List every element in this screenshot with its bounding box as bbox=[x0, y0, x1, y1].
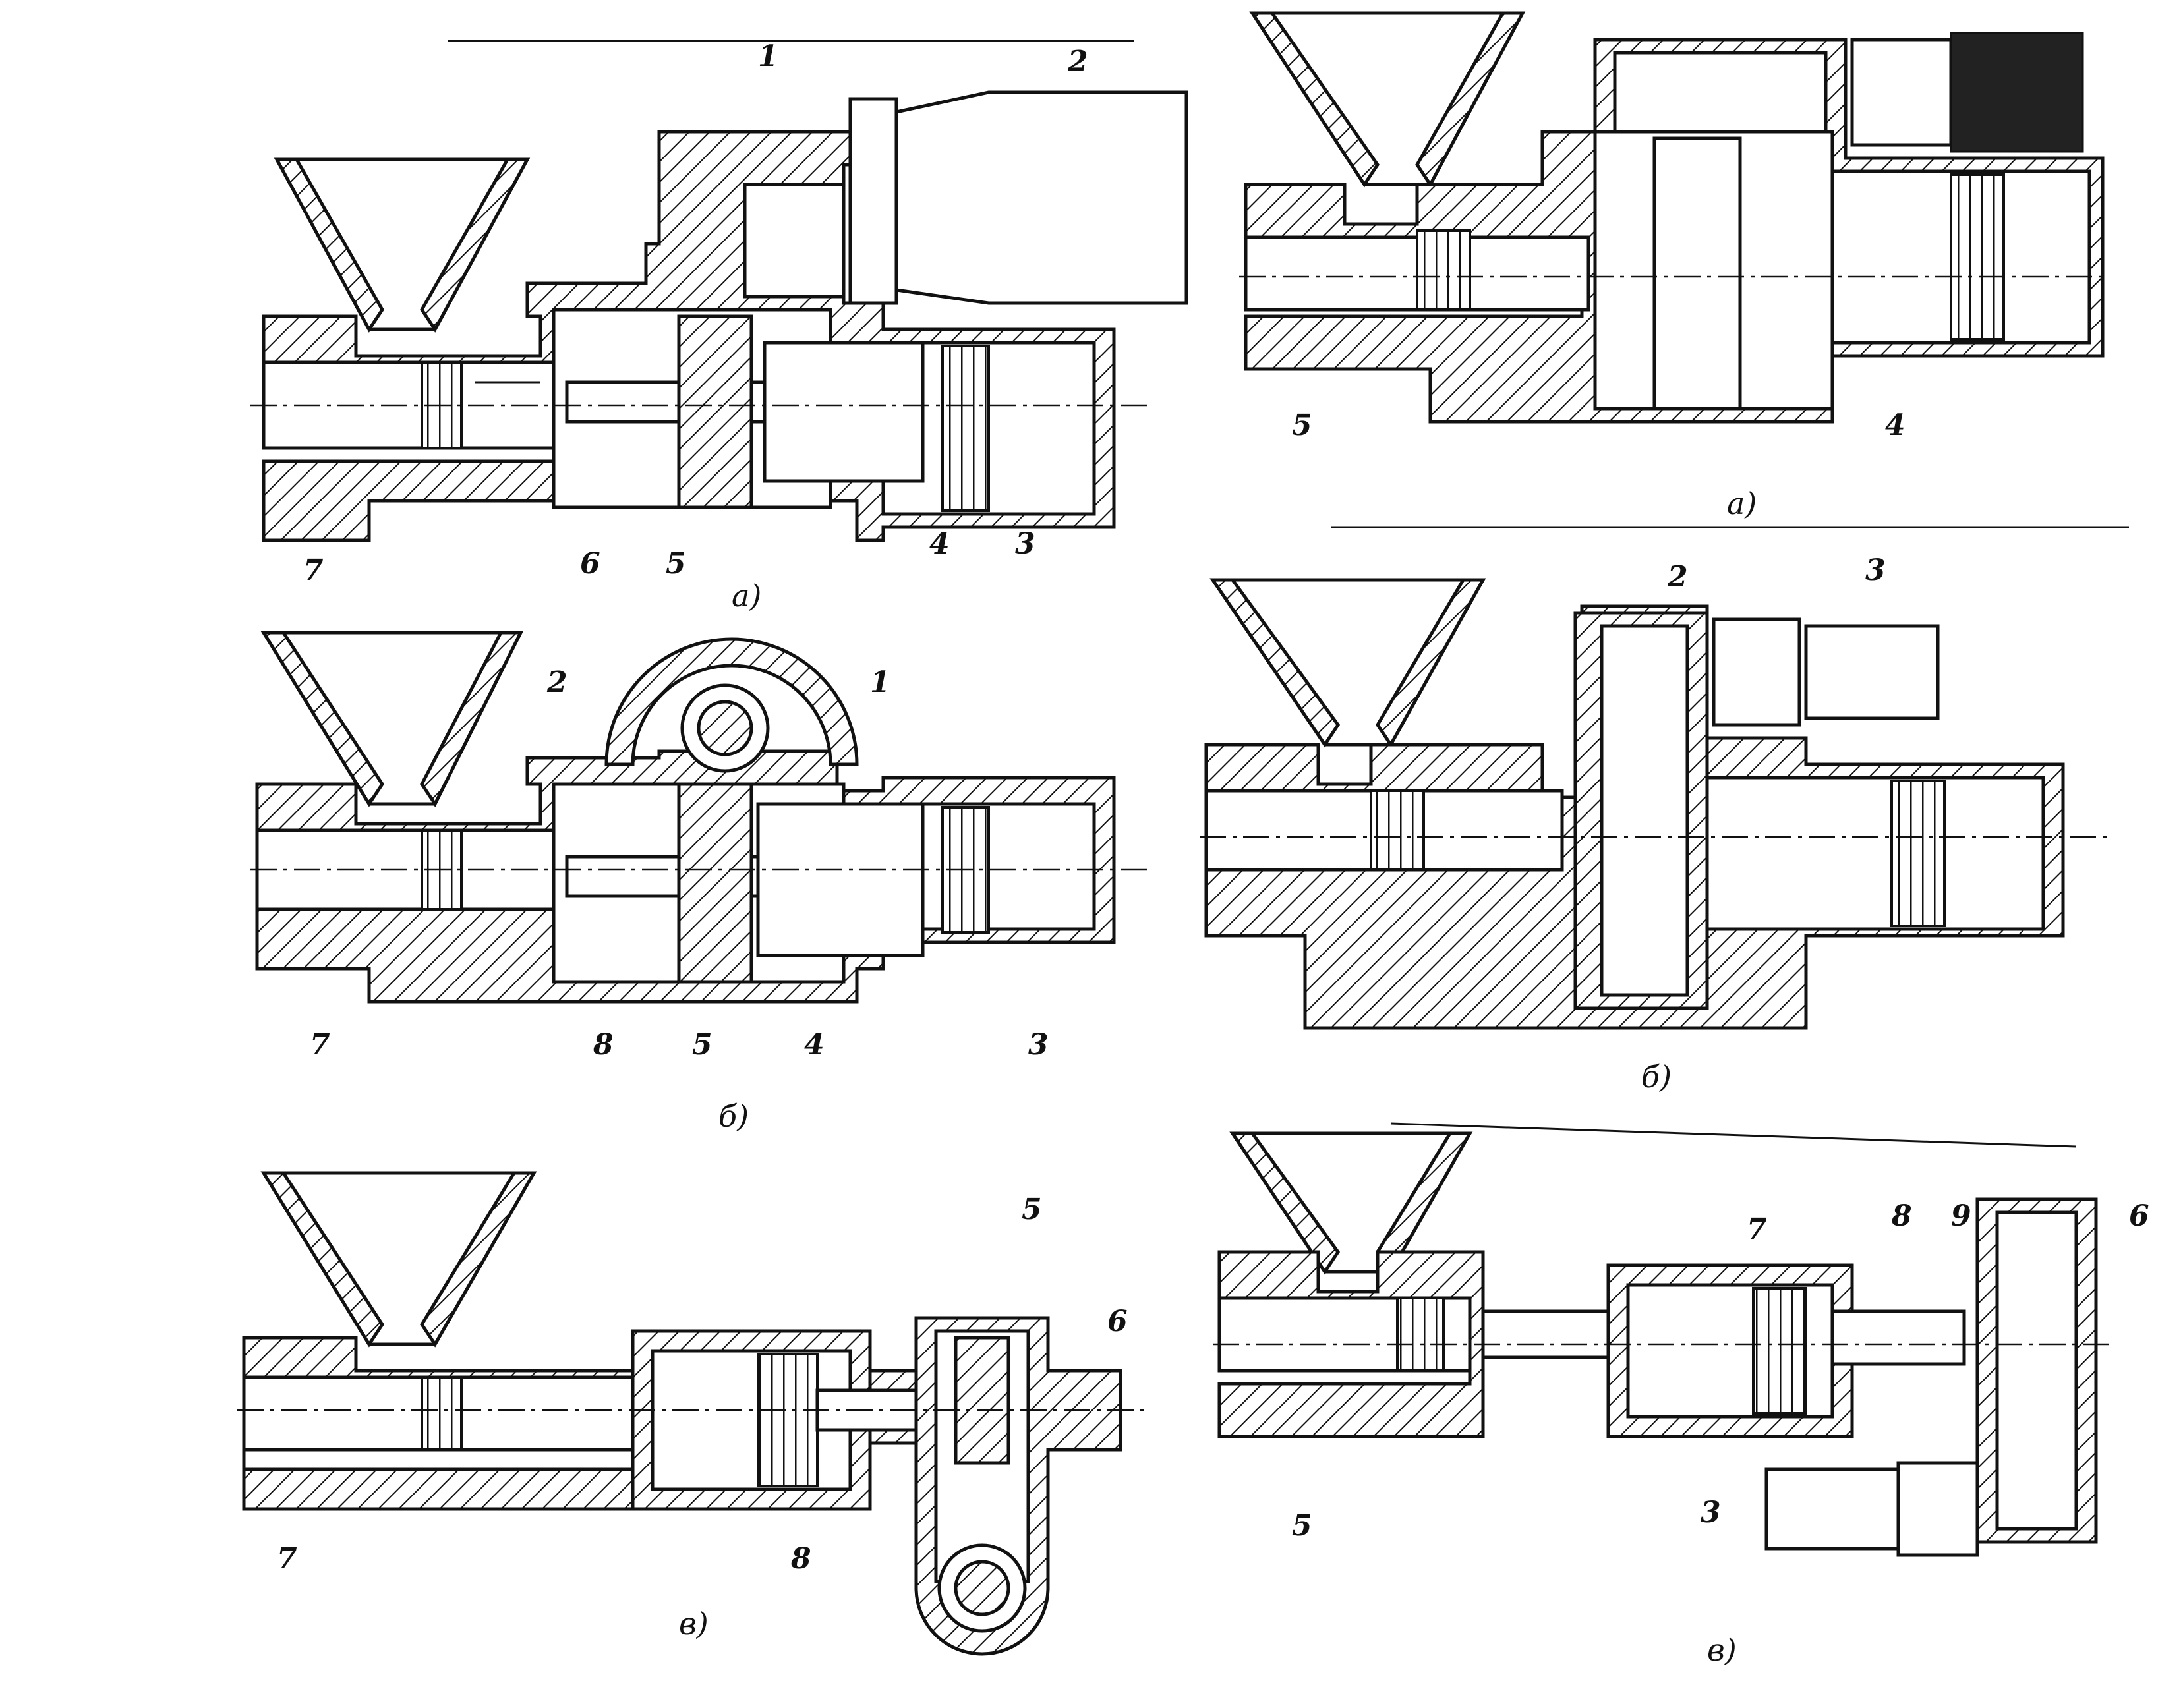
gear-4 bbox=[1652, 136, 1742, 411]
screw-flights bbox=[1370, 789, 1425, 871]
gear-5 bbox=[954, 1336, 1010, 1465]
cylinder bbox=[1705, 776, 2045, 931]
screw-flights bbox=[421, 1376, 463, 1451]
caption-a: а) bbox=[732, 578, 761, 613]
hopper-wall-left bbox=[274, 157, 384, 333]
caption-v: в) bbox=[679, 1606, 709, 1641]
motor-3 bbox=[1804, 624, 1940, 720]
motor-3 bbox=[1950, 32, 2084, 153]
label-5: 5 bbox=[666, 547, 686, 581]
motor-body bbox=[1712, 617, 1801, 727]
label-8: 8 bbox=[1891, 1199, 1912, 1233]
hopper bbox=[260, 1171, 537, 1346]
label-3: 3 bbox=[1701, 1496, 1721, 1529]
label-7: 7 bbox=[277, 1542, 297, 1576]
panel-right-a: 4 5 а) bbox=[1239, 11, 2129, 528]
worm-shaft bbox=[954, 1560, 1010, 1616]
flywheel bbox=[1995, 1210, 2078, 1531]
label-2: 2 bbox=[546, 666, 568, 699]
hopper-wall-left bbox=[1209, 578, 1341, 748]
piston-rings bbox=[1950, 173, 2005, 341]
gear-5 bbox=[677, 782, 753, 984]
gear-5 bbox=[677, 314, 753, 509]
hopper-wall-right bbox=[420, 157, 531, 333]
label-7: 7 bbox=[1747, 1212, 1767, 1246]
label-4: 4 bbox=[929, 527, 950, 561]
caption-v: в) bbox=[1707, 1632, 1737, 1668]
label-3: 3 bbox=[1028, 1028, 1049, 1062]
caption-b: б) bbox=[718, 1098, 749, 1134]
label-5: 5 bbox=[1022, 1193, 1042, 1226]
flange bbox=[848, 97, 898, 305]
label-6: 6 bbox=[1107, 1305, 1128, 1338]
panel-right-b: 2 3 б) bbox=[1200, 554, 2109, 1095]
label-5: 5 bbox=[1292, 1509, 1312, 1543]
label-5: 5 bbox=[1292, 409, 1312, 442]
label-5: 5 bbox=[692, 1028, 713, 1062]
caption-b: б) bbox=[1641, 1059, 1672, 1095]
hopper-wall-right bbox=[420, 1171, 537, 1348]
shaft bbox=[1481, 1309, 1610, 1359]
gear-top bbox=[1613, 51, 1828, 134]
label-8: 8 bbox=[790, 1542, 811, 1576]
label-2: 2 bbox=[1667, 560, 1688, 594]
screw-flights bbox=[1416, 229, 1471, 311]
panel-left-b: 1 2 3 4 5 8 7 б) bbox=[250, 631, 1147, 1134]
hopper bbox=[1249, 11, 1526, 186]
motor-2 bbox=[894, 90, 1188, 305]
hopper-wall-left bbox=[260, 1171, 384, 1348]
worm-1-shaft bbox=[697, 700, 753, 756]
piston-rings bbox=[941, 345, 990, 512]
hopper-wall-left bbox=[1229, 1131, 1341, 1275]
piston-rings bbox=[1890, 780, 1946, 927]
panel-left-a: 1 2 3 4 5 6 7 а) bbox=[250, 40, 1188, 613]
label-4: 4 bbox=[804, 1028, 825, 1062]
hopper bbox=[274, 157, 531, 331]
hopper bbox=[260, 631, 524, 806]
hopper-wall-left bbox=[1249, 11, 1380, 188]
screw-flights bbox=[1396, 1297, 1445, 1372]
shaft-9 bbox=[1830, 1309, 1966, 1366]
label-3: 3 bbox=[1015, 527, 1035, 561]
piston-rings bbox=[1752, 1287, 1807, 1415]
motor-body bbox=[1896, 1461, 1979, 1557]
hopper-wall-right bbox=[420, 631, 524, 807]
motor-body bbox=[1850, 38, 1953, 147]
panel-left-v: 5 6 7 8 в) bbox=[237, 1171, 1147, 1656]
label-9: 9 bbox=[1951, 1199, 1971, 1233]
piston-rings bbox=[757, 1353, 819, 1487]
flywheel-2 bbox=[1600, 624, 1689, 997]
worm-wheel-2 bbox=[604, 637, 859, 766]
piston-4 bbox=[763, 341, 925, 483]
hopper bbox=[1209, 578, 1486, 747]
motor-3 bbox=[1764, 1467, 1900, 1551]
label-4: 4 bbox=[1885, 409, 1906, 442]
piston-4 bbox=[756, 802, 925, 957]
label-6: 6 bbox=[2129, 1199, 2149, 1233]
separator-right-2 bbox=[1390, 1122, 2077, 1148]
label-8: 8 bbox=[593, 1028, 614, 1062]
hopper-wall-left bbox=[260, 631, 384, 807]
worm-1 bbox=[743, 183, 846, 299]
label-1: 1 bbox=[870, 666, 890, 699]
label-1: 1 bbox=[758, 40, 778, 73]
panel-right-v: 3 5 6 7 8 9 в) bbox=[1213, 1122, 2149, 1668]
label-2: 2 bbox=[1067, 45, 1088, 78]
label-7: 7 bbox=[310, 1028, 330, 1062]
label-7: 7 bbox=[303, 554, 324, 587]
label-3: 3 bbox=[1865, 554, 1886, 587]
caption-a: а) bbox=[1727, 486, 1757, 521]
label-6: 6 bbox=[580, 547, 600, 581]
